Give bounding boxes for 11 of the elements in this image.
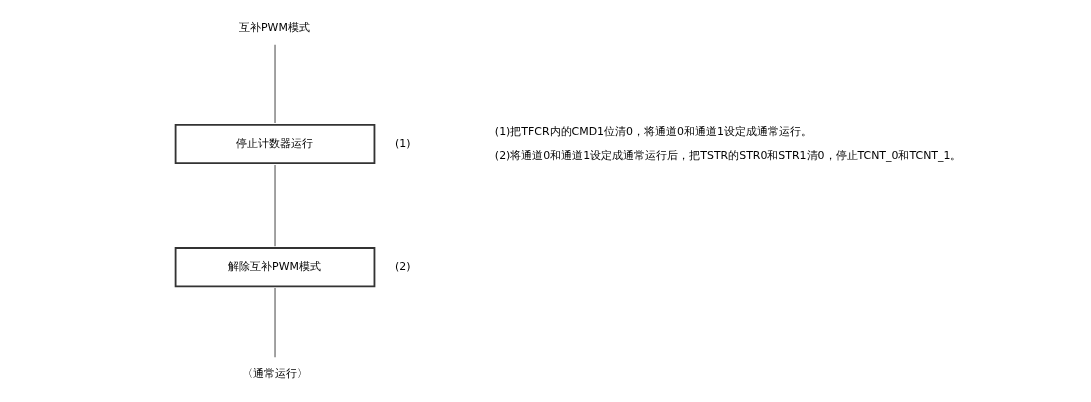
connector	[274, 44, 276, 124]
node-box: 停止计数器运行	[174, 123, 376, 165]
node-label: (1)	[394, 136, 411, 150]
connector	[274, 164, 276, 247]
node-box: 解除互补PWM模式	[174, 247, 376, 288]
node-text: 互补PWM模式	[238, 20, 310, 34]
label: (1)把TFCR内的CMD1位清0，将通道0和通道1设定成通常运行。	[494, 124, 812, 138]
label: (2)将通道0和通道1设定成通常运行后，把TSTR的STR0和STR1清0，停止TCNT_0和TCNT_1。	[494, 149, 962, 163]
node-label: (2)	[394, 259, 411, 273]
connector	[274, 287, 276, 358]
node-text: 〈通常运行〉	[241, 366, 308, 380]
